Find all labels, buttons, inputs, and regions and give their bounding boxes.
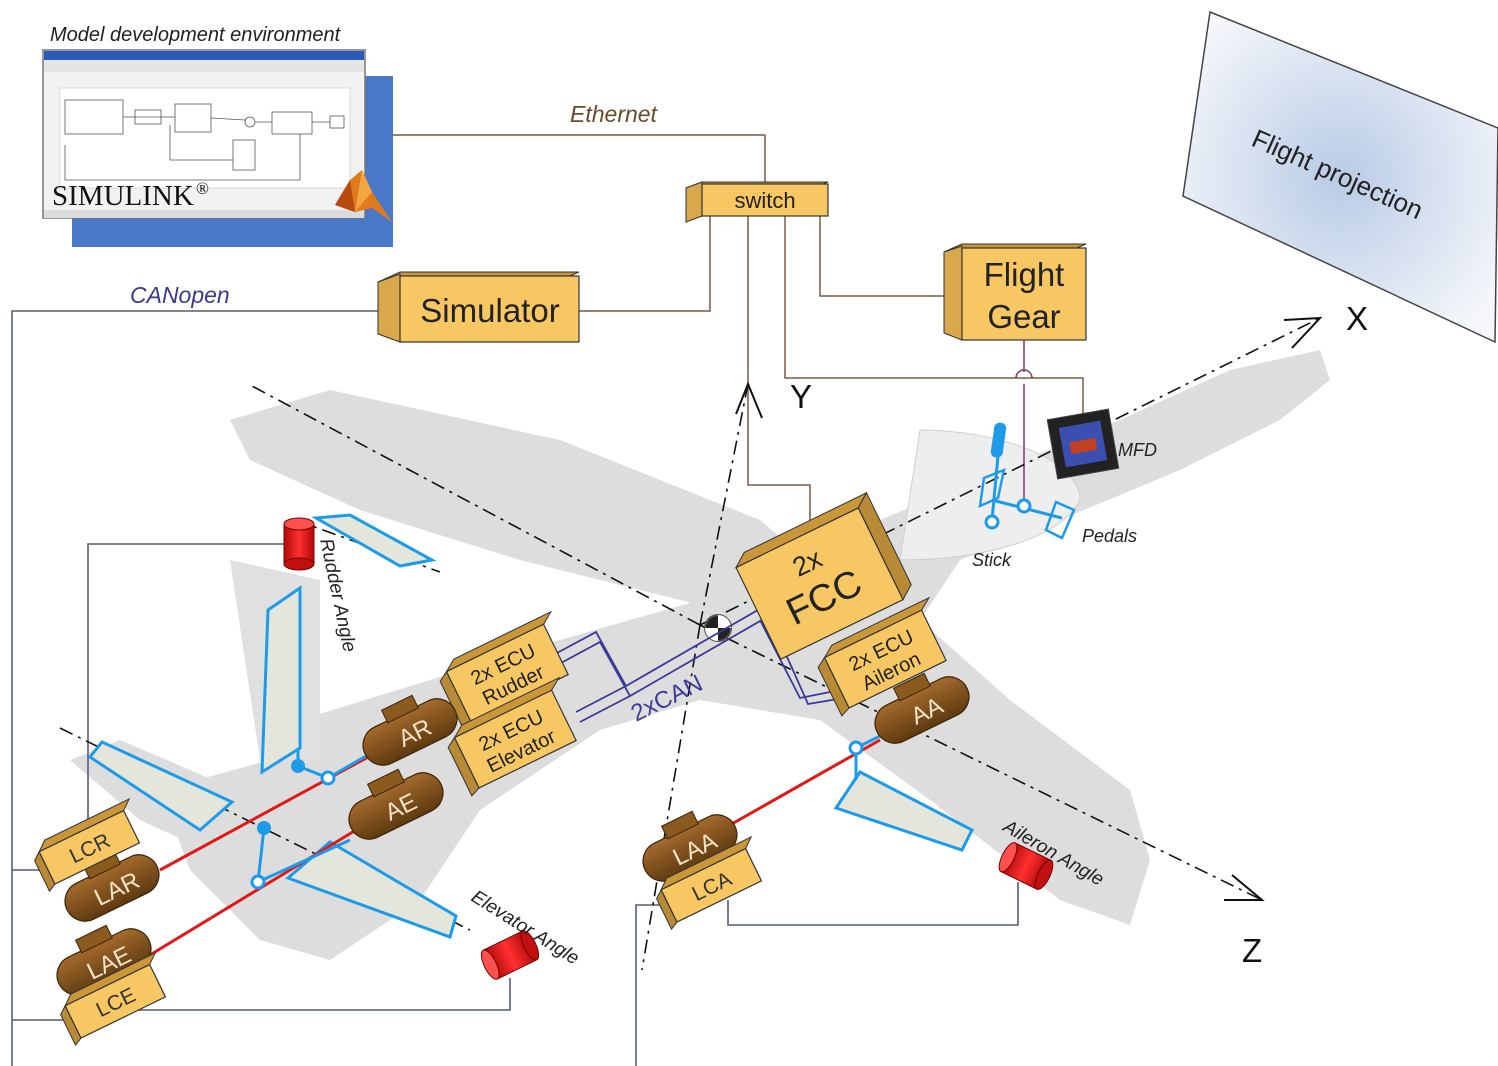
rudder-surface — [260, 585, 302, 775]
center-of-gravity-icon — [704, 614, 732, 642]
simulator-box: Simulator — [377, 271, 580, 343]
stick-and-pedals-linkage — [978, 422, 1076, 540]
simulink-registered-mark: ® — [196, 179, 209, 198]
flightgear-label-line1: Flight — [984, 256, 1065, 293]
actuator-ae: AE — [348, 768, 444, 840]
ethernet-switch: switch — [685, 181, 829, 223]
ecu-aileron-box: 2x ECU Aileron — [817, 596, 947, 717]
ethernet-wiring — [393, 134, 1084, 548]
mfd-display-icon — [1046, 408, 1120, 480]
stick-label: Stick — [972, 550, 1012, 570]
ethernet-label: Ethernet — [570, 101, 659, 127]
rudder-upper-surface — [311, 513, 437, 568]
aileron-angle-sensor-icon — [998, 842, 1054, 890]
fcc-box: 2x FCC — [734, 491, 912, 661]
canopen-label: CANopen — [130, 282, 230, 308]
control-surfaces — [87, 513, 975, 939]
loadcell-lcr: LCR — [34, 797, 141, 893]
simulator-label: Simulator — [420, 292, 559, 329]
rudder-angle-label: Rudder Angle — [315, 537, 360, 654]
aileron-surface — [833, 770, 975, 852]
model-env-label: Model development environment — [50, 24, 342, 46]
axis-z-label: Z — [1242, 932, 1262, 969]
ecu-rudder-box: 2x ECU Rudder — [439, 610, 569, 731]
rudder-angle-sensor-icon — [283, 517, 315, 571]
aircraft-shadow — [70, 350, 1330, 960]
switch-label: switch — [734, 188, 795, 213]
simulink-logo-text: SIMULINK — [52, 180, 194, 212]
left-elevator-surface — [87, 740, 235, 832]
stick-grip-icon — [990, 422, 1007, 458]
canopen-bus — [11, 310, 1019, 1066]
flight-projection-screen: Flight projection — [1182, 10, 1498, 344]
ecu-elevator-box: 2x ECU Elevator — [447, 676, 577, 797]
mfd-label: MFD — [1118, 440, 1157, 460]
matlab-logo-icon — [335, 170, 392, 222]
elevator-angle-sensor-icon — [480, 930, 540, 980]
pedals-label: Pedals — [1082, 526, 1137, 546]
axis-y-label: Y — [790, 378, 812, 415]
flightgear-label-line2: Gear — [987, 298, 1060, 335]
axis-x-label: X — [1346, 300, 1368, 337]
x-axis-arrowhead — [1283, 316, 1323, 349]
actuator-ar: AR — [362, 694, 458, 766]
pedal-icon — [1044, 500, 1076, 540]
flightgear-box: Flight Gear — [943, 243, 1087, 341]
simulink-window: SIMULINK ® — [42, 49, 393, 247]
z-axis-arrowhead — [1224, 874, 1265, 901]
y-axis-arrowhead — [735, 381, 763, 419]
